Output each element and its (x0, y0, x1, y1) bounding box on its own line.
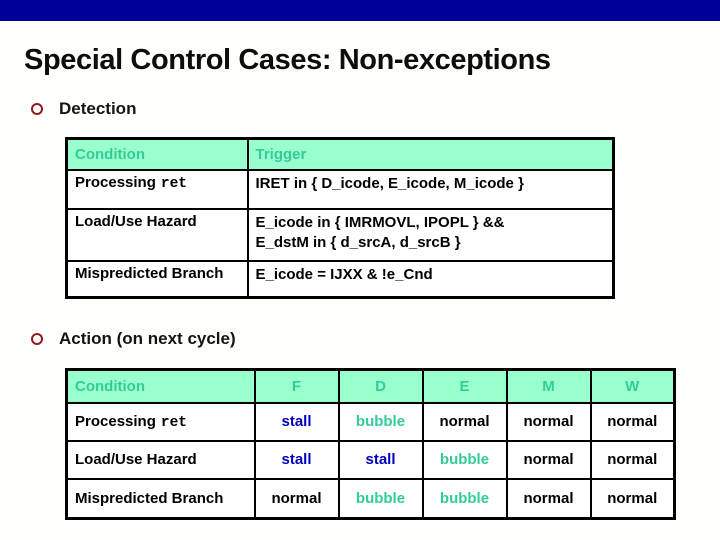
condition-code-text: ret (160, 175, 187, 192)
condition-text: Mispredicted Branch (75, 264, 224, 282)
action-header-memory: M (505, 368, 592, 404)
stage-value: bubble (421, 439, 508, 480)
slide-title: Special Control Cases: Non-exceptions (24, 44, 551, 76)
action-header-decode: D (337, 368, 424, 404)
table-row: Load/Use Hazard E_icode in { IMRMOVL, IP… (65, 207, 615, 262)
detection-header-condition: Condition (65, 137, 249, 171)
bullet-ring-icon (31, 103, 43, 115)
section-heading-detection: Detection (59, 99, 137, 118)
condition-text: Load/Use Hazard (75, 451, 197, 468)
trigger-text: E_icode in { IMRMOVL, IPOPL } && (255, 213, 505, 231)
action-header-condition: Condition (65, 368, 256, 404)
stage-value: bubble (337, 401, 424, 442)
stage-value: normal (505, 439, 592, 480)
condition-code-text: ret (160, 414, 187, 431)
condition-text: Mispredicted Branch (75, 489, 224, 507)
detection-table-header-row: Condition Trigger (65, 137, 615, 171)
trigger-cell: IRET in { D_icode, E_icode, M_icode } (246, 168, 615, 210)
section-heading-action: Action (on next cycle) (59, 329, 236, 348)
action-header-fetch: F (253, 368, 340, 404)
stage-value: stall (253, 439, 340, 480)
top-accent-bar (0, 0, 720, 21)
condition-text: Processing (75, 173, 156, 191)
stage-value: stall (253, 401, 340, 442)
stage-value: normal (505, 401, 592, 442)
condition-cell: Load/Use Hazard (65, 439, 256, 480)
bullet-ring-icon (31, 333, 43, 345)
stage-value: normal (253, 477, 340, 520)
trigger-text: E_icode = IJXX & !e_Cnd (255, 265, 433, 283)
condition-cell: Mispredicted Branch (65, 259, 249, 299)
stage-value: normal (589, 401, 676, 442)
section-action: Action (on next cycle) (31, 329, 236, 349)
stage-value: stall (337, 439, 424, 480)
condition-cell: Mispredicted Branch (65, 477, 256, 520)
trigger-text: E_dstM in { d_srcA, d_srcB } (255, 233, 461, 251)
stage-value: normal (505, 477, 592, 520)
table-row: Mispredicted Branch normal bubble bubble… (65, 477, 676, 520)
table-row: Mispredicted Branch E_icode = IJXX & !e_… (65, 259, 615, 299)
trigger-cell: E_icode = IJXX & !e_Cnd (246, 259, 615, 299)
action-table-header-row: Condition F D E M W (65, 368, 676, 404)
condition-text: Load/Use Hazard (75, 212, 197, 230)
stage-value: bubble (337, 477, 424, 520)
condition-cell: Load/Use Hazard (65, 207, 249, 262)
action-header-execute: E (421, 368, 508, 404)
stage-value: bubble (421, 477, 508, 520)
stage-value: normal (421, 401, 508, 442)
action-header-writeback: W (589, 368, 676, 404)
table-row: Load/Use Hazard stall stall bubble norma… (65, 439, 676, 480)
trigger-cell: E_icode in { IMRMOVL, IPOPL } && E_dstM … (246, 207, 615, 262)
condition-text: Processing (75, 412, 156, 430)
stage-value: normal (589, 477, 676, 520)
stage-value: normal (589, 439, 676, 480)
detection-header-trigger: Trigger (246, 137, 615, 171)
section-detection: Detection (31, 99, 136, 119)
trigger-text: IRET in { D_icode, E_icode, M_icode } (255, 174, 524, 192)
